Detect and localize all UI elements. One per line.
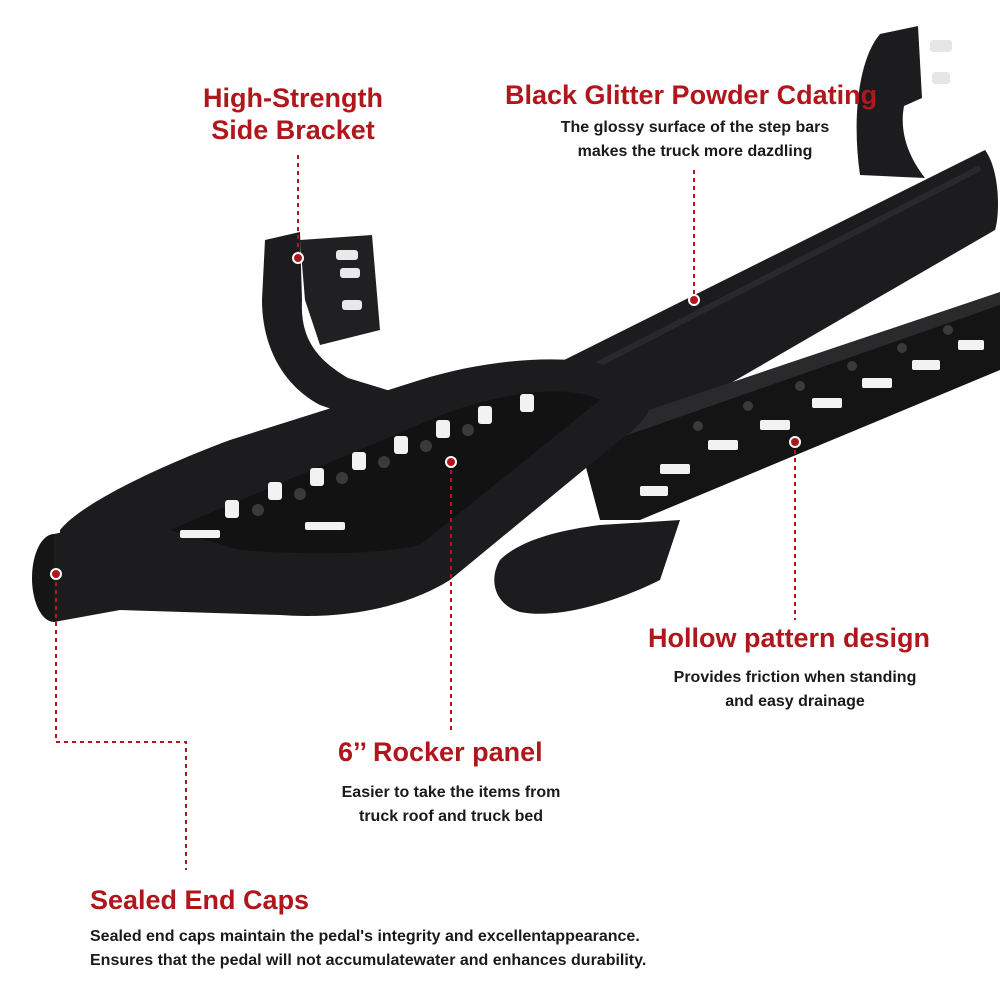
coating-desc-line2: makes the truck more dazdling — [577, 143, 813, 160]
endcaps-desc-line1: Sealed end caps maintain the pedal's int… — [90, 928, 640, 945]
rocker-title: 6’’ Rocker panel — [338, 737, 543, 767]
hollow-description: Provides friction when standing and easy… — [650, 666, 940, 714]
sealed-end-cap — [32, 520, 120, 622]
front-step — [60, 359, 651, 616]
rocker-description: Easier to take the items from truck roof… — [318, 781, 584, 829]
hollow-title: Hollow pattern design — [648, 623, 931, 653]
bracket-title-line1: High-Strength — [203, 83, 383, 113]
lower-tube — [494, 520, 680, 614]
coating-desc-line1: The glossy surface of the step bars — [560, 119, 830, 136]
endcaps-description: Sealed end caps maintain the pedal's int… — [90, 925, 690, 973]
hollow-desc-line1: Provides friction when standing — [673, 669, 917, 686]
hollow-desc-line2: and easy drainage — [725, 693, 865, 710]
hollow-step-plate — [560, 292, 1000, 520]
callout-leaders — [55, 155, 796, 870]
bracket-title: High-Strength Side Bracket — [193, 82, 393, 146]
endcaps-title: Sealed End Caps — [90, 885, 310, 915]
rear-bracket — [856, 26, 952, 178]
side-bracket — [262, 232, 420, 430]
coating-description: The glossy surface of the step bars make… — [540, 116, 850, 164]
rocker-desc-line1: Easier to take the items from — [341, 784, 561, 801]
bracket-title-line2: Side Bracket — [211, 115, 375, 145]
coating-title: Black Glitter Powder Cdating — [505, 80, 878, 110]
callout-dots — [50, 252, 801, 580]
rocker-desc-line2: truck roof and truck bed — [358, 808, 544, 825]
endcaps-desc-line2: Ensures that the pedal will not accumula… — [90, 952, 647, 969]
